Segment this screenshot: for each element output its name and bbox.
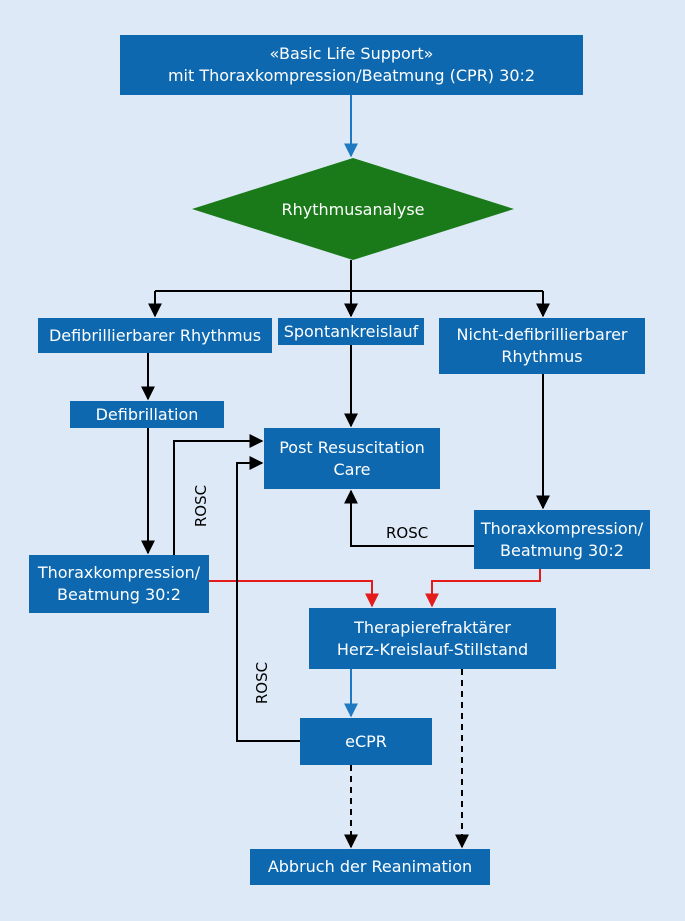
- cpr-left-label: Thoraxkompression/ Beatmung 30:2: [37, 563, 201, 604]
- arrows-right-column: [344, 374, 550, 547]
- nondefib-label: Nicht-defibrillierbarer Rhythmus: [456, 325, 628, 366]
- rosc-right-label: ROSC: [386, 524, 429, 542]
- cpr-right-box: Thoraxkompression/ Beatmung 30:2: [474, 510, 650, 569]
- rosc-bottom-label: ROSC: [253, 661, 271, 705]
- cpr-right-label: Thoraxkompression/ Beatmung 30:2: [480, 518, 644, 560]
- bls-label: «Basic Life Support» mit Thoraxkompressi…: [167, 44, 536, 85]
- refractory-label: Therapierefraktärer Herz-Kreislauf-Still…: [336, 617, 529, 659]
- rosc-left-label: ROSC: [192, 484, 210, 528]
- defib-rhythm-box: Defibrillierbarer Rhythmus: [38, 318, 272, 353]
- rhythm-analysis-label-wrap: Rhythmusanalyse: [250, 194, 456, 224]
- ecpr-box: eCPR: [300, 718, 432, 765]
- defibrillation-box: Defibrillation: [70, 401, 224, 428]
- spontan-label: Spontankreislauf: [283, 321, 419, 341]
- ecpr-label: eCPR: [345, 731, 387, 751]
- arrow-ecpr-rosc: [236, 456, 300, 742]
- arrows-to-refractory: [209, 569, 541, 608]
- post-resuscitation-box: Post Resuscitation Care: [264, 428, 440, 489]
- abort-box: Abbruch der Reanimation: [250, 849, 490, 885]
- nondefib-box: Nicht-defibrillierbarer Rhythmus: [439, 318, 645, 374]
- refractory-box: Therapierefraktärer Herz-Kreislauf-Still…: [309, 608, 556, 669]
- cpr-left-box: Thoraxkompression/ Beatmung 30:2: [29, 555, 209, 613]
- rhythm-analysis-diamond: [192, 158, 514, 260]
- abort-label: Abbruch der Reanimation: [267, 857, 473, 877]
- arrows-to-abort: [344, 669, 469, 849]
- defibrillation-label: Defibrillation: [95, 404, 199, 424]
- rhythm-analysis-label: Rhythmusanalyse: [281, 199, 425, 219]
- bls-box: «Basic Life Support» mit Thoraxkompressi…: [120, 35, 583, 95]
- post-resuscitation-label: Post Resuscitation Care: [279, 437, 425, 479]
- arrow-rhythm-split: [148, 260, 550, 318]
- spontan-box: Spontankreislauf: [278, 318, 424, 345]
- arrows-left-column: [141, 353, 264, 555]
- defib-rhythm-label: Defibrillierbarer Rhythmus: [48, 325, 262, 345]
